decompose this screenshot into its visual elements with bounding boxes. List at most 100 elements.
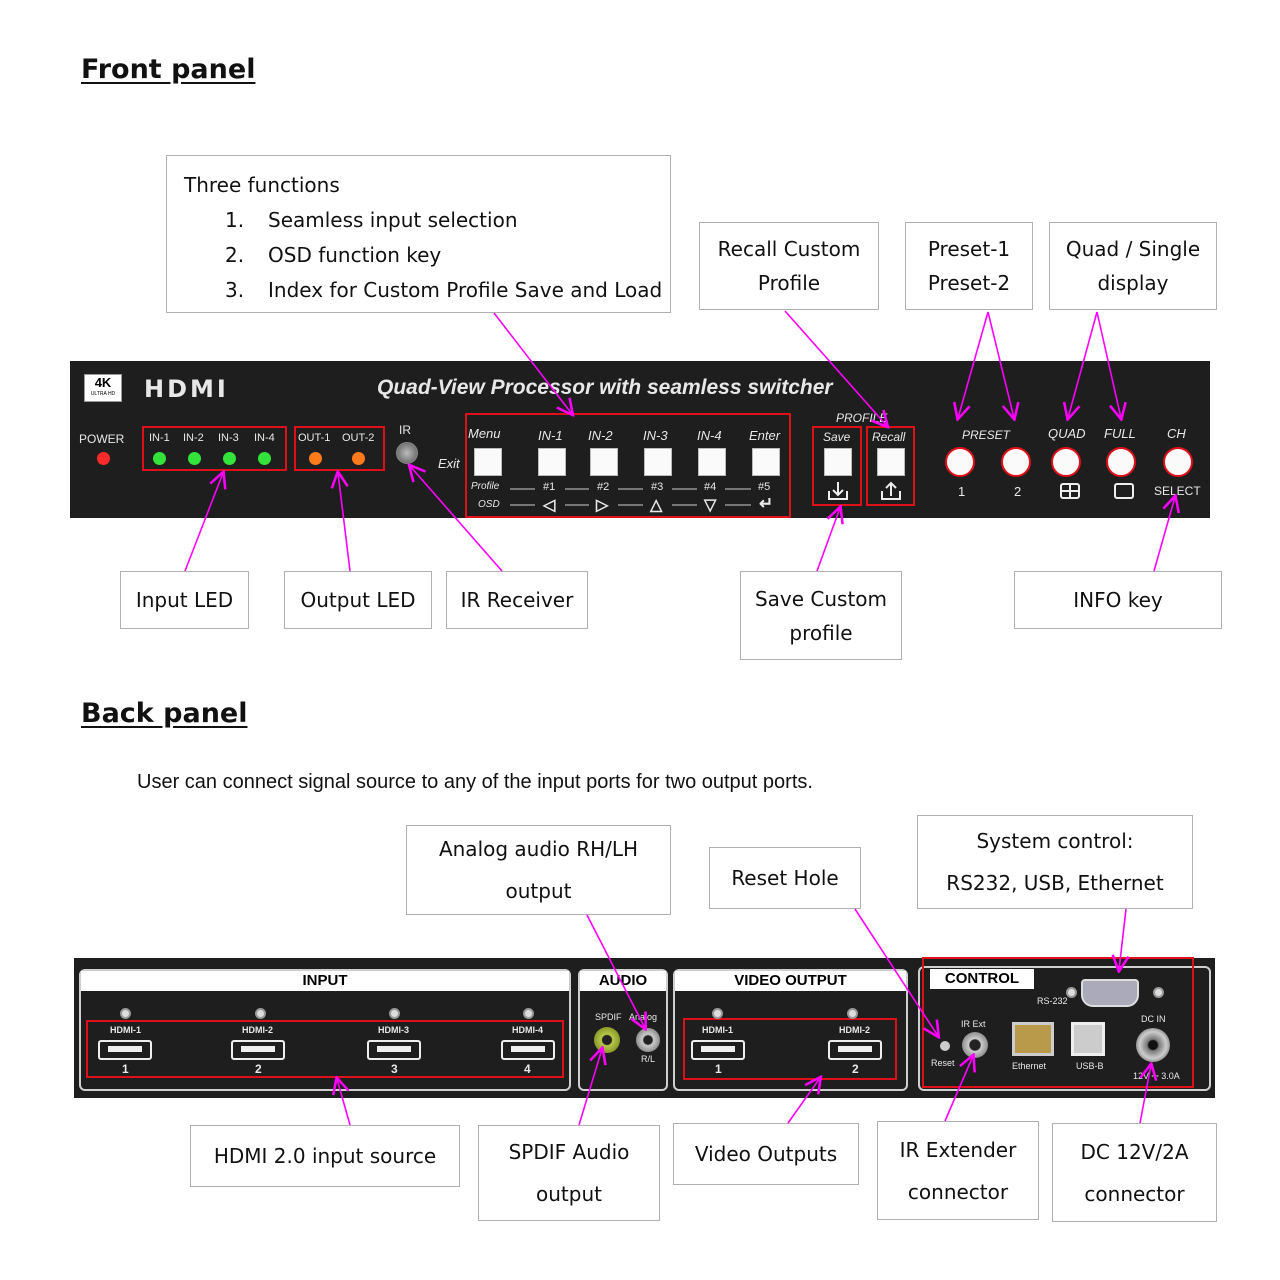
save-profile-button[interactable] [824,448,852,476]
menu-exit-button[interactable] [474,448,502,476]
profile-index: #5 [758,481,771,493]
back-panel-heading: Back panel [81,698,248,729]
callout-line: SPDIF Audio [508,1140,630,1164]
screw-icon [255,1008,266,1019]
callout-line: Input LED [135,588,234,612]
input-section [79,969,571,1091]
screw-icon [1153,987,1164,998]
analog-audio-port[interactable] [636,1028,660,1052]
save-download-icon [828,482,848,500]
callout-line: connector [907,1179,1009,1204]
key-label: IN-1 [538,428,563,443]
dc-in-label: DC IN [1141,1014,1166,1024]
profile-index: #1 [543,481,556,493]
callout-line: System control: [976,829,1134,853]
front-callout-arrows [184,310,1280,572]
recall-label: Recall [872,430,906,444]
function-item-num: 1. [225,208,245,232]
in-1-key[interactable] [538,448,566,476]
4k-badge: 4K ULTRA HD [84,374,122,402]
hdmi-output-port-2[interactable] [828,1040,882,1060]
ethernet-port[interactable] [1012,1022,1054,1056]
hdmi-out-label: HDMI-1 [702,1025,733,1035]
callout-line: Video Outputs [694,1142,838,1166]
hdmi-port-num: 2 [255,1062,262,1076]
in-4-key[interactable] [698,448,726,476]
hdmi-output-port-1[interactable] [691,1040,745,1060]
function-item-text: OSD function key [268,243,442,267]
input-led-label: IN-4 [254,432,275,444]
preset-callout: Preset-1 Preset-2 [905,222,1033,310]
recall-upload-icon [881,481,901,500]
callout-line: Analog audio RH/LH [438,837,639,861]
rl-label: R/L [641,1054,656,1064]
callout-line: Reset Hole [731,866,839,890]
hdmi-input-port-3[interactable] [367,1040,421,1060]
save-custom-profile-callout: Save Custom profile [740,571,902,660]
hdmi-input-port-1[interactable] [98,1040,152,1060]
callout-line: profile [789,620,853,645]
video-output-section-title: VIDEO OUTPUT [675,971,906,991]
hdmi-out-num: 2 [852,1062,859,1076]
function-item-num: 2. [225,243,245,267]
screw-icon [120,1008,131,1019]
in-3-key[interactable] [644,448,672,476]
hdmi-port-num: 1 [122,1062,129,1076]
panel-title: Quad-View Processor with seamless switch… [377,376,833,399]
preset-2-button[interactable] [1001,447,1031,477]
quad-button[interactable] [1051,447,1081,477]
key-label: Enter [749,428,781,443]
reset-label: Reset [931,1058,955,1068]
osd-down-icon: ▽ [704,497,717,514]
quad-label: QUAD [1048,426,1086,441]
preset-1-button[interactable] [945,447,975,477]
analog-audio-callout: Analog audio RH/LH output [406,825,671,915]
reset-hole[interactable] [940,1041,950,1051]
control-section-title: CONTROL [930,969,1034,989]
usb-b-port[interactable] [1071,1022,1105,1056]
rs232-port[interactable] [1081,979,1139,1007]
hdmi-port-num: 4 [524,1062,531,1076]
input-led-3 [223,452,236,465]
video-outputs-callout: Video Outputs [673,1123,859,1185]
callout-line: Preset-1 [927,237,1011,261]
screw-icon [523,1008,534,1019]
callout-line: Save Custom [754,586,888,611]
in-2-key[interactable] [590,448,618,476]
ir-label: IR [399,423,411,437]
usb-label: USB-B [1076,1061,1104,1071]
three-functions-callout: Three functions 1. Seamless input select… [166,155,671,313]
osd-row-label: OSD [478,499,500,510]
hdmi-logo: HDMI [144,375,229,403]
full-button[interactable] [1106,447,1136,477]
spdif-audio-callout: SPDIF Audio output [478,1125,660,1221]
4k-badge-text: 4K [94,375,112,390]
ch-select-button[interactable] [1163,447,1193,477]
screw-icon [389,1008,400,1019]
audio-section [578,969,668,1091]
callout-line: DC 12V/2A [1080,1139,1189,1164]
function-item-text: Index for Custom Profile Save and Load [268,278,663,302]
rs232-label: RS-232 [1037,996,1068,1006]
enter-key[interactable] [752,448,780,476]
callout-line: Recall Custom [717,237,861,261]
hdmi-input-source-callout: HDMI 2.0 input source [190,1125,460,1187]
callout-line: connector [1084,1181,1185,1206]
profile-osd-lines [510,488,751,506]
preset-label: PRESET [962,428,1011,442]
input-led-1 [153,452,166,465]
osd-enter-icon: ↵ [759,494,774,513]
recall-profile-button[interactable] [877,448,905,476]
function-item-num: 3. [225,278,245,302]
full-label: FULL [1104,426,1136,441]
back-intro-text: User can connect signal source to any of… [137,771,813,793]
video-output-highlight [683,1018,897,1080]
hdmi-out-num: 1 [715,1062,722,1076]
output-led-callout: Output LED [284,571,432,629]
ir-ext-label: IR Ext [961,1019,986,1029]
hdmi-input-port-2[interactable] [231,1040,285,1060]
spdif-label: SPDIF [595,1012,622,1022]
hdmi-port-label: HDMI-1 [110,1025,141,1035]
hdmi-input-port-4[interactable] [501,1040,555,1060]
dc-in-port[interactable] [1136,1028,1170,1062]
